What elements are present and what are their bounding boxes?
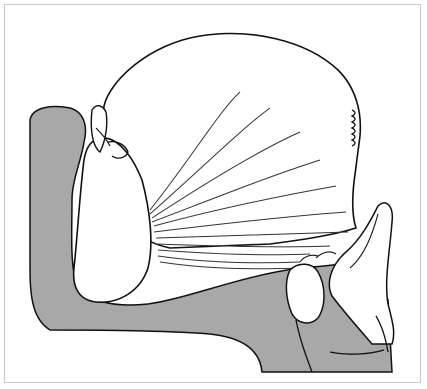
fiber <box>158 250 310 255</box>
connector <box>316 252 336 258</box>
fiber <box>158 256 300 263</box>
right-oval <box>286 264 324 323</box>
connector <box>300 255 318 262</box>
